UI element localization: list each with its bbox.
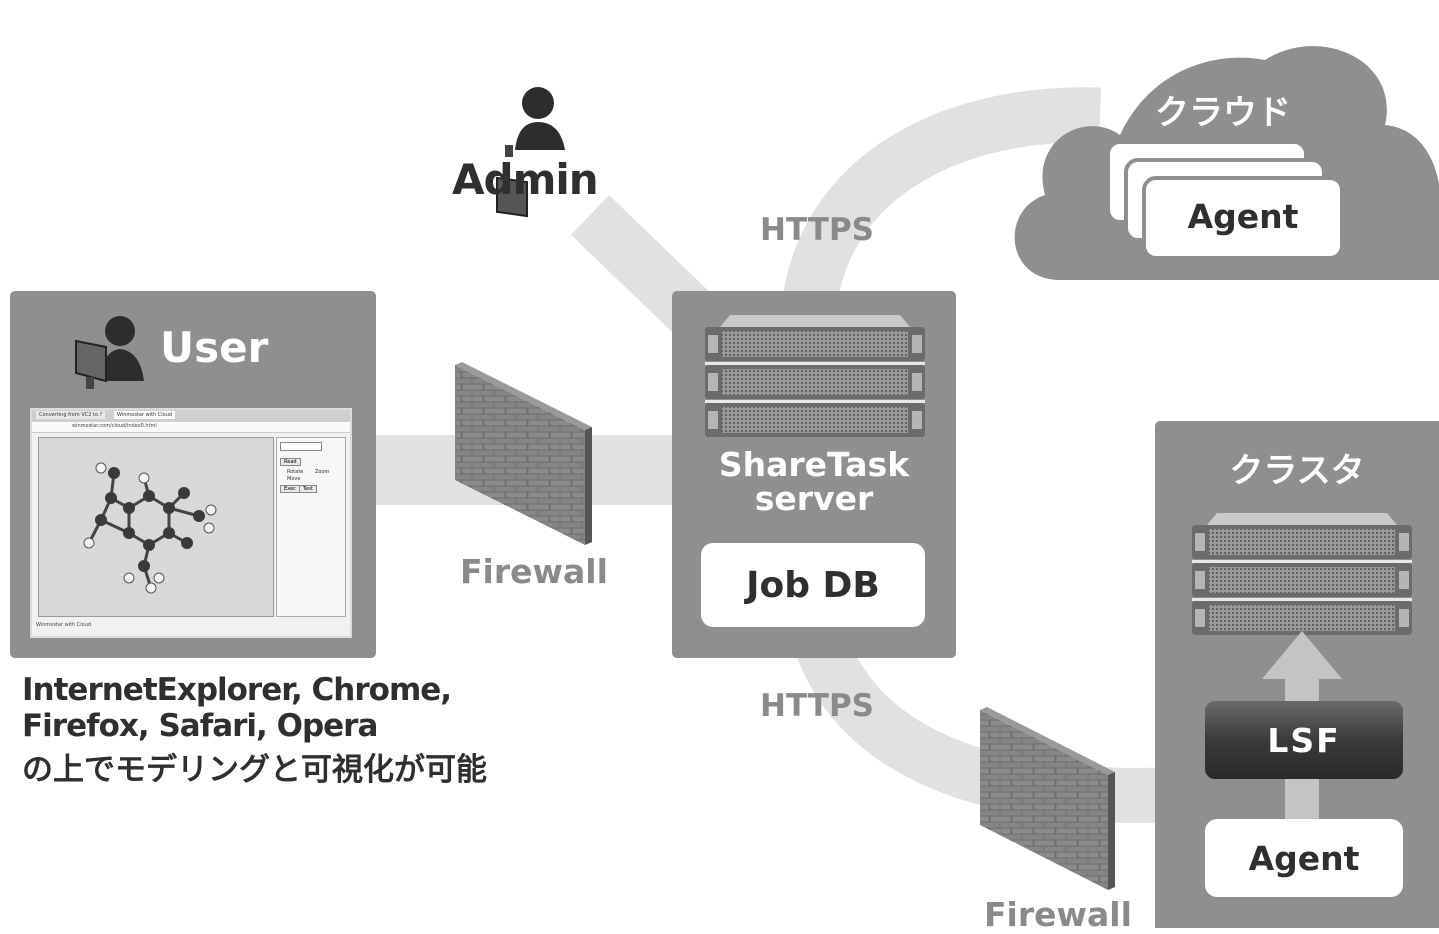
jobdb-label: Job DB [746, 564, 880, 606]
https-label-bottom: HTTPS [760, 688, 874, 724]
browser-window: Converting from VC2 to ? Winmostar with … [30, 408, 352, 638]
control-select[interactable] [280, 442, 322, 451]
sharetask-server-panel: ShareTask server Job DB [672, 291, 956, 658]
cluster-panel: クラスタ [1155, 421, 1439, 928]
cluster-server-rack-icon [1192, 513, 1412, 635]
connector-server-cloud [782, 87, 1101, 305]
user-label: User [160, 323, 269, 372]
server-title-line2: server [754, 479, 874, 518]
cloud-card-front [1142, 176, 1344, 260]
radio-move[interactable]: Move [287, 476, 301, 482]
exec-button[interactable]: Exec [280, 485, 300, 493]
jobdb-box: Job DB [701, 543, 925, 627]
radio-rotate[interactable]: Rotate [287, 469, 304, 475]
firewall-label-left: Firewall [460, 552, 608, 591]
lsf-label: LSF [1267, 720, 1341, 760]
lsf-box: LSF [1205, 701, 1403, 779]
browser-tab-2[interactable]: Winmostar with Cloud [114, 411, 176, 419]
cluster-agent-label: Agent [1248, 838, 1360, 878]
admin-person-icon [496, 87, 565, 218]
user-caption-line1: InternetExplorer, Chrome, [22, 672, 452, 708]
control-panel: Read Rotate Zoom Move Exec Test [276, 437, 346, 617]
server-rack-icon [705, 315, 925, 437]
browser-address-bar: winmostar.com/cloud/index0.html [32, 422, 350, 433]
user-panel: User Converting from VC2 to ? Winmostar … [10, 291, 376, 658]
browser-tab-1[interactable]: Converting from VC2 to ? [36, 411, 106, 419]
server-title-line1: ShareTask [718, 445, 910, 484]
browser-tab-bar: Converting from VC2 to ? Winmostar with … [32, 410, 350, 422]
user-caption-line2: Firefox, Safari, Opera [22, 708, 378, 744]
molecule-drawing [83, 462, 217, 594]
cluster-agent-box: Agent [1205, 819, 1403, 897]
cluster-title: クラスタ [1229, 451, 1365, 491]
admin-label: Admin [452, 155, 599, 204]
browser-url[interactable]: winmostar.com/cloud/index0.html [72, 423, 157, 429]
radio-zoom[interactable]: Zoom [315, 469, 330, 475]
read-button[interactable]: Read [280, 458, 301, 466]
firewall-left-wall [455, 362, 592, 545]
user-person-icon [75, 316, 144, 389]
firewall-bottom-wall [980, 707, 1115, 890]
user-caption-line3: の上でモデリングと可視化が可能 [22, 752, 487, 788]
https-label-top: HTTPS [760, 212, 874, 248]
firewall-label-bottom: Firewall [984, 895, 1132, 934]
cloud-title: クラウド [1155, 93, 1291, 133]
test-button[interactable]: Test [299, 485, 317, 493]
molecule-canvas[interactable] [38, 437, 274, 617]
browser-status-bar: Winmostar with Cloud [36, 622, 92, 628]
cloud-agent-label: Agent [1187, 197, 1299, 236]
